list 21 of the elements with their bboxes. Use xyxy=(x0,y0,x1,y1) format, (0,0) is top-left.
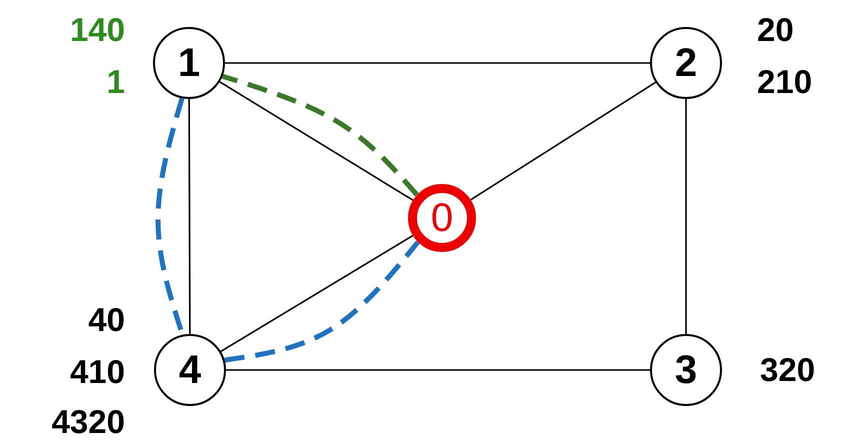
node-circle xyxy=(408,184,476,252)
node-number: 3 xyxy=(674,350,698,390)
node-annotation: 210 xyxy=(757,65,812,98)
node-annotation: 1 xyxy=(106,65,125,98)
dashed-path-line xyxy=(224,240,420,363)
node-number: 4 xyxy=(178,350,202,390)
node-annotation: 40 xyxy=(88,303,125,336)
node-annotation: 320 xyxy=(760,353,816,386)
node-annotation: 410 xyxy=(70,355,125,388)
edge-line xyxy=(225,62,650,64)
node-annotation: 140 xyxy=(70,13,125,46)
edge-line xyxy=(220,234,414,352)
node-number: 1 xyxy=(178,43,200,83)
edge-line xyxy=(226,369,650,371)
edge-line xyxy=(685,99,687,334)
edge-line xyxy=(188,99,191,334)
node-annotation: 20 xyxy=(757,13,794,46)
node-number: 2 xyxy=(674,43,698,83)
node-annotation: 4320 xyxy=(52,405,125,438)
edge-line xyxy=(470,82,656,200)
node-number: 0 xyxy=(430,198,454,238)
